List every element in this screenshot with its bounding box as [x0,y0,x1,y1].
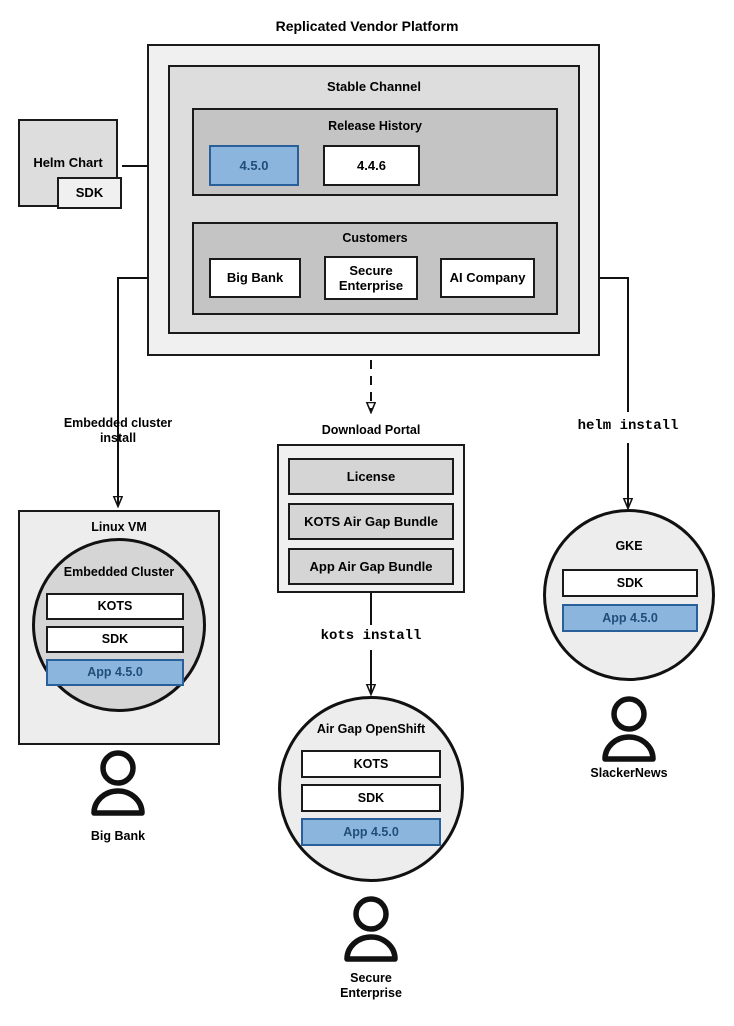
download-portal-item-kots-air-gap-bundle[interactable]: KOTS Air Gap Bundle [288,503,454,540]
helm-chart-label: Helm Chart [33,155,103,171]
person-head-icon [100,750,136,786]
linuxvm-component-app[interactable]: App 4.5.0 [46,659,184,686]
page-title: Replicated Vendor Platform [275,18,459,34]
helm-chart-sdk-box[interactable]: SDK [57,177,122,209]
person-body-icon [344,934,398,962]
release-version-4-4-6[interactable]: 4.4.6 [323,145,420,186]
gke-component-app[interactable]: App 4.5.0 [562,604,698,632]
person-head-icon [353,896,389,932]
customer-big-bank[interactable]: Big Bank [209,258,301,298]
linuxvm-component-sdk[interactable]: SDK [46,626,184,653]
download-portal-item-app-air-gap-bundle[interactable]: App Air Gap Bundle [288,548,454,585]
person-head-icon [611,696,647,732]
person-body-icon [91,788,145,816]
openshift-component-kots[interactable]: KOTS [301,750,441,778]
customer-ai-company[interactable]: AI Company [440,258,535,298]
openshift-component-sdk[interactable]: SDK [301,784,441,812]
linuxvm-component-kots[interactable]: KOTS [46,593,184,620]
release-version-4-5-0[interactable]: 4.5.0 [209,145,299,186]
customer-secure-enterprise[interactable]: Secure Enterprise [324,256,418,300]
openshift-component-app[interactable]: App 4.5.0 [301,818,441,846]
gke-component-sdk[interactable]: SDK [562,569,698,597]
person-body-icon [602,734,656,762]
download-portal-item-license[interactable]: License [288,458,454,495]
